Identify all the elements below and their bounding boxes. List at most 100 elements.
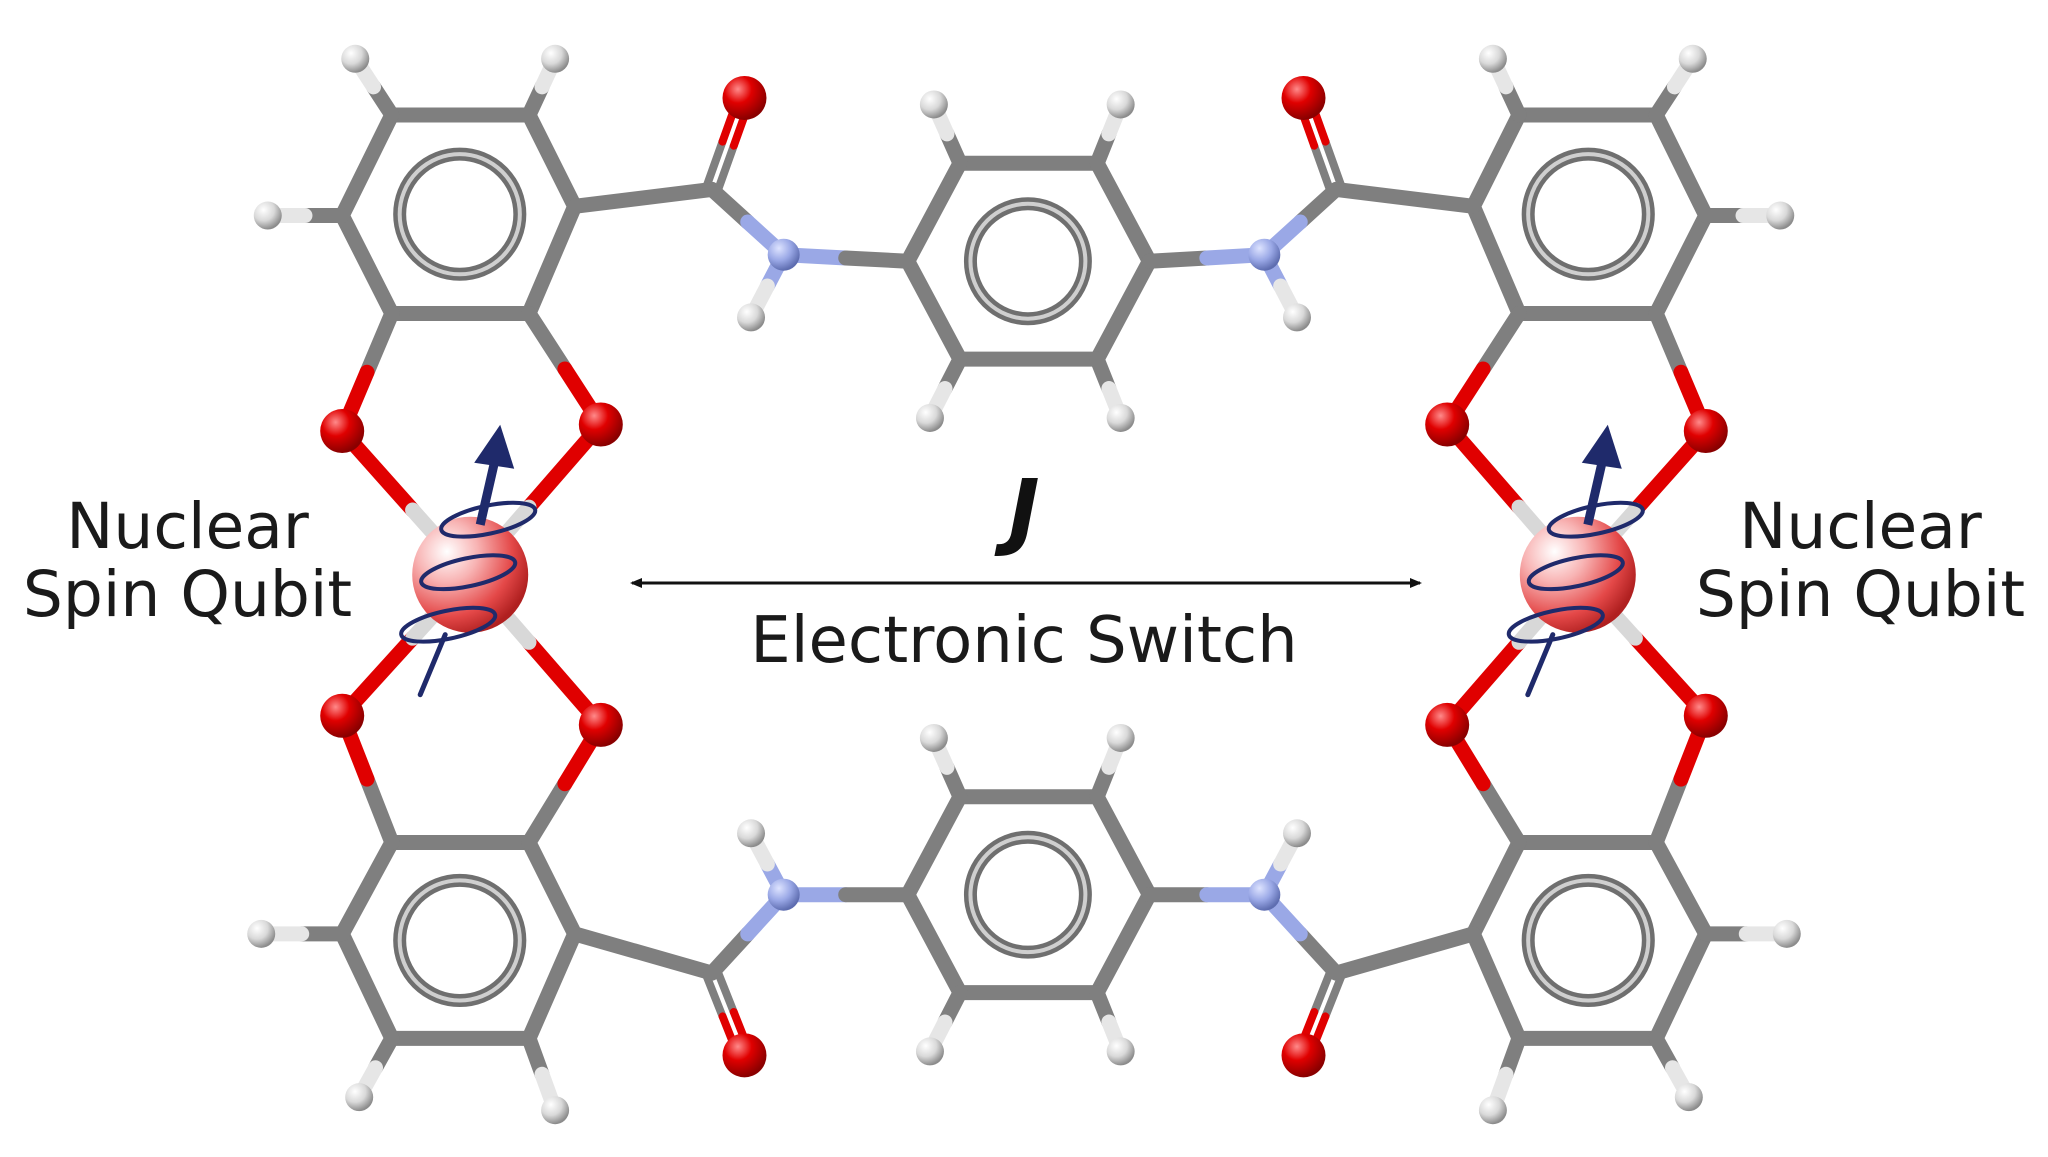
bond-half <box>1475 305 1527 377</box>
hydrogen-atom <box>1478 1096 1507 1125</box>
hydrogen-atom <box>915 1037 944 1066</box>
hydrogen-atom <box>737 303 766 332</box>
hydrogen-atom <box>1106 723 1135 752</box>
nitrogen-atom <box>767 238 800 271</box>
nitrogen-atom <box>1248 238 1281 271</box>
hydrogen-atom <box>253 201 282 230</box>
nitrogen-atom <box>767 878 800 911</box>
spin-precession-loop <box>1506 605 1605 644</box>
aromatic-ring-highlight <box>397 878 522 1003</box>
oxygen-atom <box>1425 402 1470 447</box>
hydrogen-atom <box>1106 90 1135 119</box>
double-bond-part <box>713 966 738 1016</box>
bond <box>567 926 720 981</box>
oxygen-atom <box>1281 75 1326 120</box>
aromatic-ring-highlight <box>1526 152 1651 277</box>
hydrogen-atom <box>737 819 766 848</box>
hydrogen-atom <box>919 723 948 752</box>
hydrogen-atom <box>1766 201 1795 230</box>
bond <box>1648 834 1714 942</box>
bond <box>521 834 583 942</box>
bond <box>900 887 968 1001</box>
double-bond-part <box>1321 971 1346 1021</box>
hydrogen-atom <box>1106 403 1135 432</box>
oxygen-atom <box>320 409 365 454</box>
double-bond-part <box>1310 966 1335 1016</box>
spin-arrow-head <box>474 424 515 469</box>
spin-tail <box>417 632 448 698</box>
double-bond-part <box>1310 141 1335 196</box>
bond <box>1648 208 1714 321</box>
bond-half <box>359 305 400 380</box>
bond <box>1648 926 1714 1046</box>
right-metal-center <box>1519 516 1636 633</box>
bond-half <box>359 771 400 850</box>
oxygen-atom <box>722 1033 767 1078</box>
bond-half <box>521 776 573 850</box>
bond <box>1328 926 1481 981</box>
aromatic-ring-highlight <box>397 152 522 277</box>
oxygen-atom <box>320 693 365 738</box>
double-bond-part <box>713 141 738 196</box>
bond-half <box>521 305 573 377</box>
bond <box>1465 107 1527 214</box>
hydrogen-atom <box>1282 303 1311 332</box>
bond <box>1328 181 1481 214</box>
bond <box>900 789 968 903</box>
right-qubit-label: Nuclear Spin Qubit <box>1683 492 2038 629</box>
left-qubit-label: Nuclear Spin Qubit <box>10 490 365 632</box>
bond <box>1465 198 1527 321</box>
oxygen-atom <box>1425 702 1470 747</box>
oxygen-atom <box>722 75 767 120</box>
hydrogen-atom <box>541 1096 570 1125</box>
hydrogen-atom <box>345 1083 374 1112</box>
bond <box>521 198 583 321</box>
bond-half <box>838 250 916 269</box>
spin-arrow-head <box>1581 424 1622 469</box>
bond <box>1089 155 1157 269</box>
hydrogen-atom <box>1106 1037 1135 1066</box>
aromatic-ring-highlight <box>968 835 1088 955</box>
spin-precession-loop <box>1526 553 1625 592</box>
bond-half <box>704 181 756 230</box>
bond-half <box>1141 250 1215 269</box>
bond-half <box>1648 305 1689 380</box>
left-qubit-label-line2: Spin Qubit <box>22 558 353 632</box>
hydrogen-atom <box>1282 819 1311 848</box>
double-bond-part <box>1321 137 1346 192</box>
oxygen-atom <box>1683 409 1728 454</box>
bond <box>900 155 968 269</box>
bond-half <box>1292 181 1344 230</box>
bond <box>334 926 400 1046</box>
left-spin-arrow <box>399 424 538 698</box>
hydrogen-atom <box>1678 44 1707 73</box>
bond <box>900 253 968 367</box>
bond <box>1089 789 1157 903</box>
spin-arrow-shaft <box>1583 453 1609 526</box>
hydrogen-atom <box>247 919 276 948</box>
right-spin-arrow <box>1506 424 1645 698</box>
bond <box>1089 887 1157 1001</box>
bond-half <box>1648 771 1689 850</box>
electronic-switch-label: Electronic Switch <box>750 604 1298 678</box>
bond <box>567 181 720 214</box>
spin-arrow-shaft <box>475 453 501 526</box>
double-bond-part <box>702 137 727 192</box>
bond <box>1089 253 1157 367</box>
bond <box>521 107 583 214</box>
oxygen-atom <box>578 702 623 747</box>
aromatic-ring-highlight <box>1526 878 1651 1003</box>
oxygen-atom <box>1281 1033 1326 1078</box>
hydrogen-atom <box>341 44 370 73</box>
aromatic-ring-highlight <box>968 201 1088 321</box>
double-bond-part <box>702 971 727 1021</box>
bond <box>334 208 400 321</box>
hydrogen-atom <box>1478 44 1507 73</box>
nitrogen-atom <box>1248 878 1281 911</box>
hydrogen-atom <box>1674 1083 1703 1112</box>
spin-precession-loop <box>399 605 498 644</box>
left-metal-center <box>412 516 529 633</box>
left-qubit-label-line1: Nuclear <box>66 490 309 563</box>
